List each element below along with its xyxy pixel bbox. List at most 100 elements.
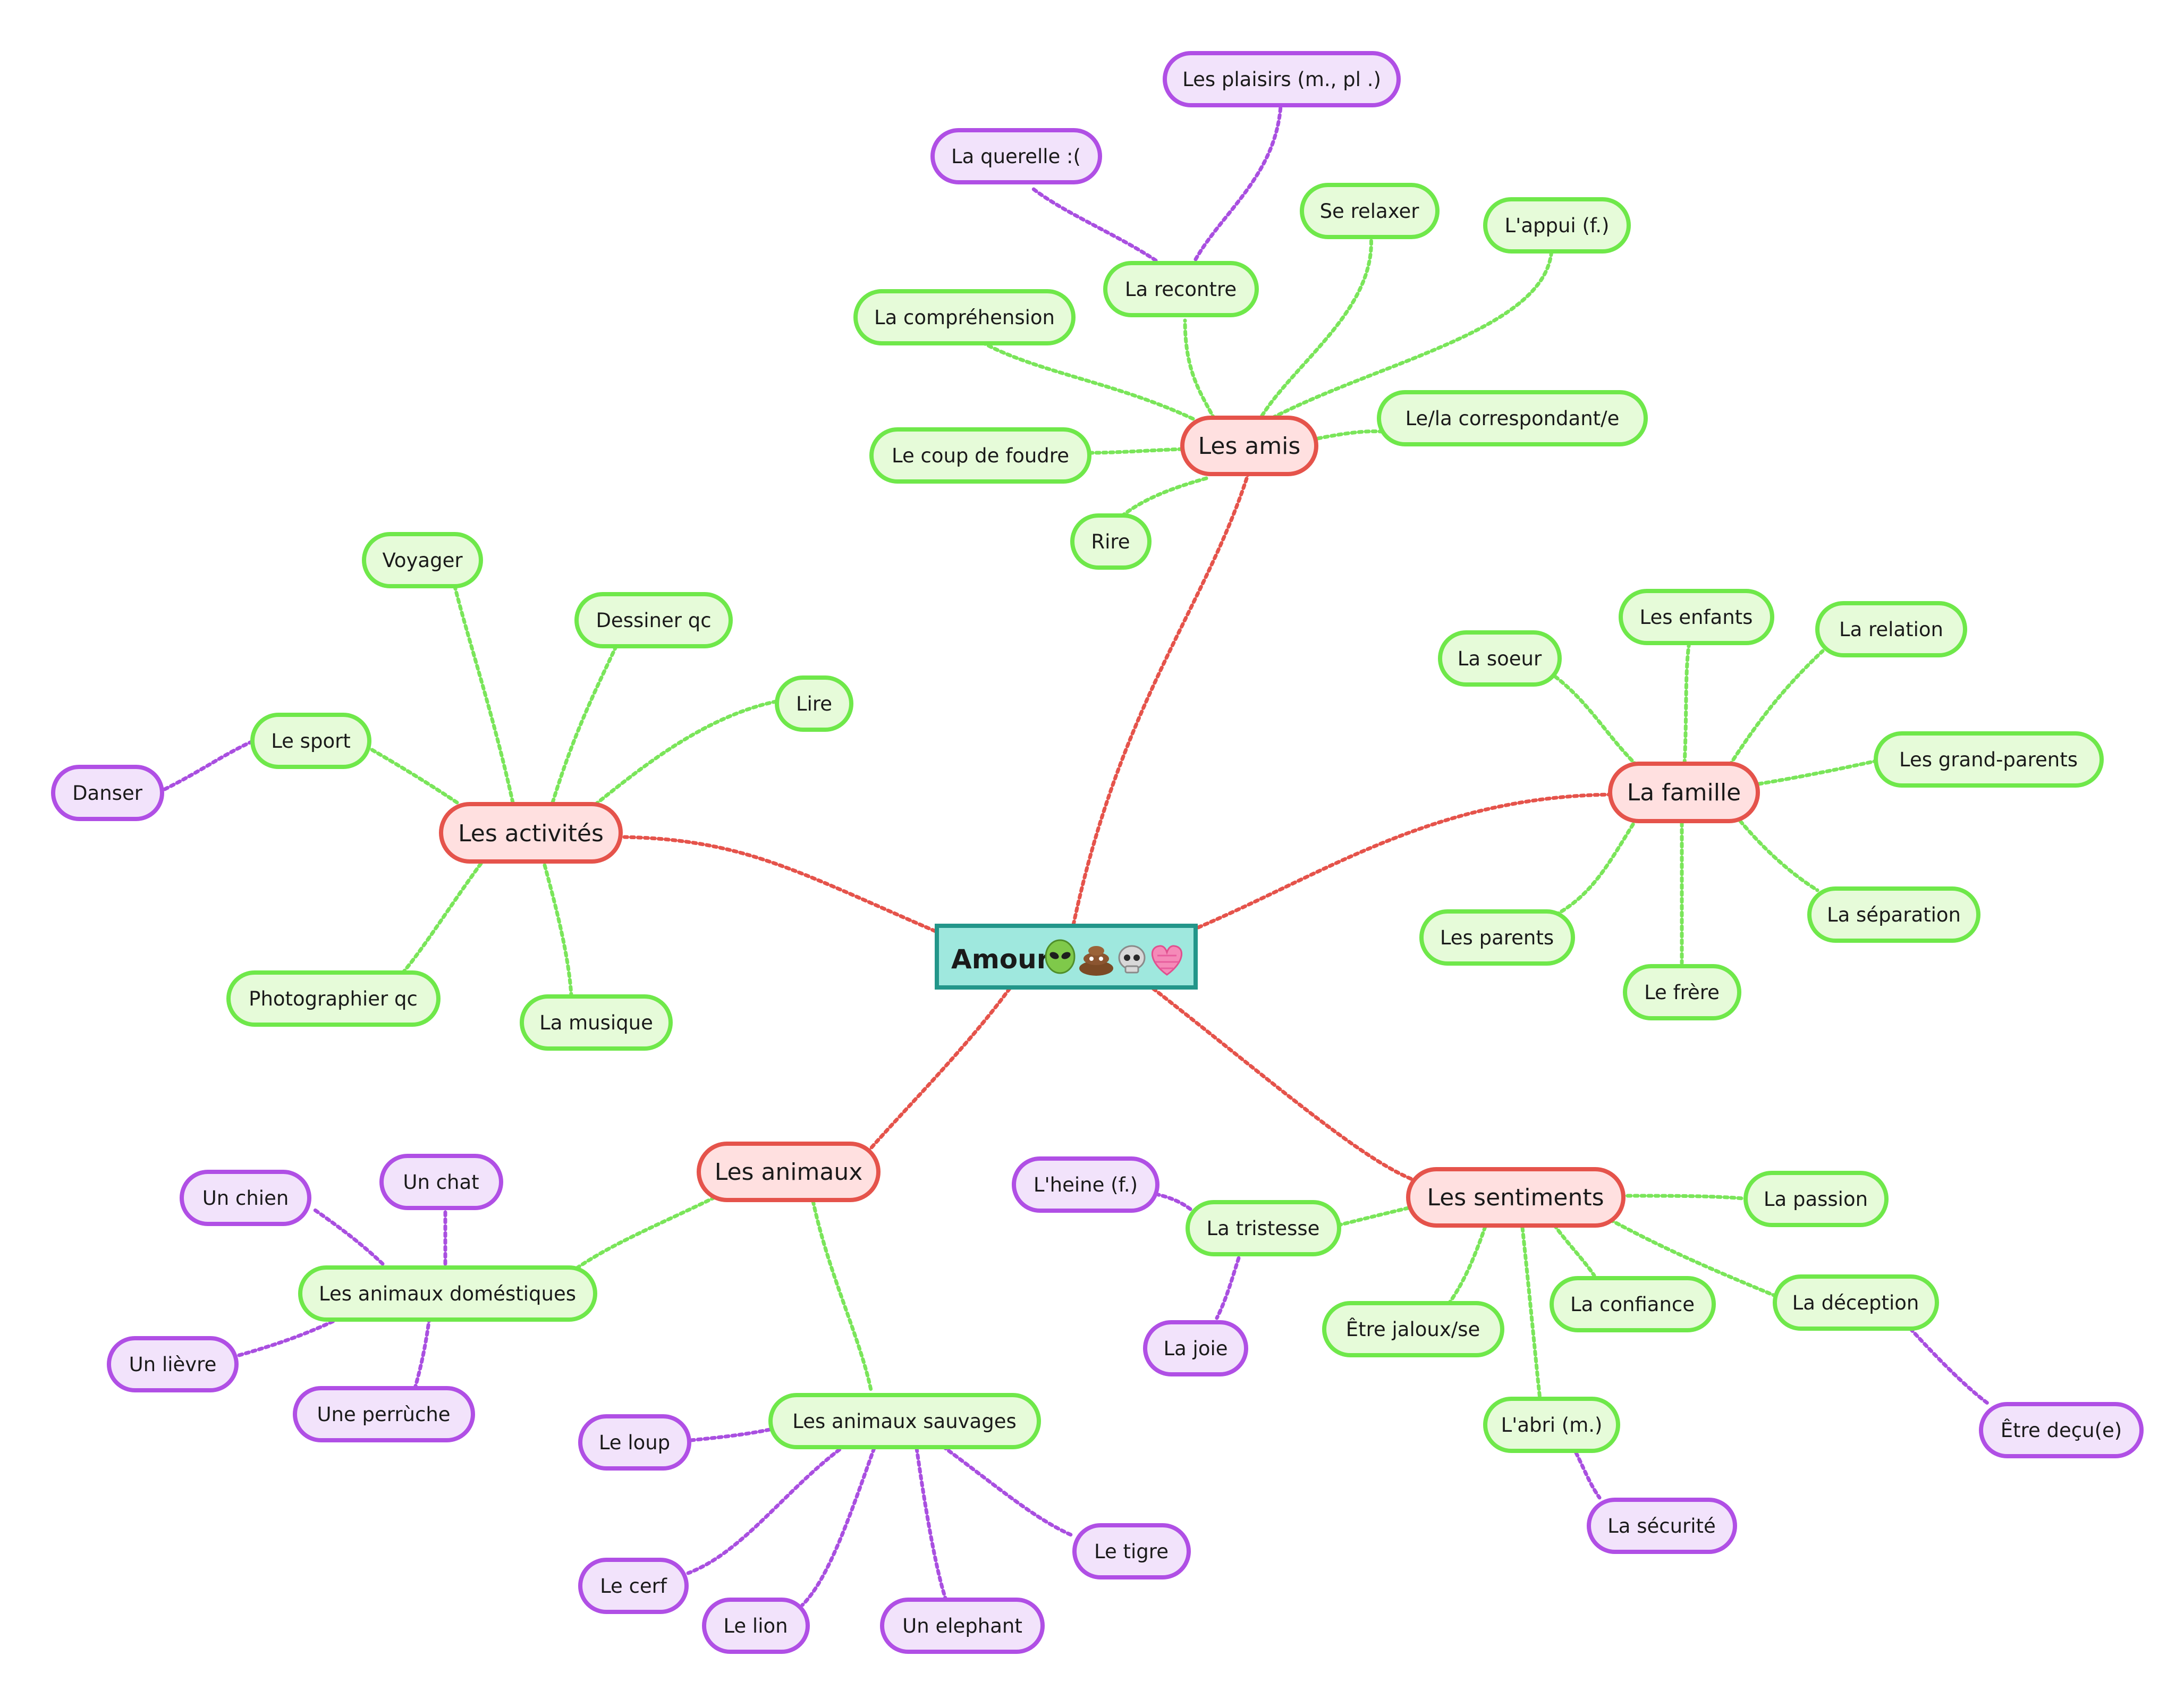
node-un-lievre[interactable]: Un lièvre	[107, 1336, 239, 1392]
node-box	[1619, 589, 1774, 645]
root-node-label: Amour	[951, 944, 1050, 975]
connector-amis-recontre	[1183, 318, 1216, 421]
node-le-tigre[interactable]: Le tigre	[1072, 1523, 1191, 1579]
node-les-plaisirs[interactable]: Les plaisirs (m., pl .)	[1163, 51, 1401, 107]
node-la-confiance[interactable]: La confiance	[1550, 1276, 1716, 1332]
node-voyager[interactable]: Voyager	[362, 532, 483, 588]
node-la-tristesse[interactable]: La tristesse	[1186, 1200, 1341, 1256]
connector-animaux-sauvages	[811, 1199, 874, 1395]
connector-sentiments-confiance	[1552, 1223, 1596, 1278]
node-le-loup[interactable]: Le loup	[578, 1414, 691, 1471]
node-les-enfants[interactable]: Les enfants	[1619, 589, 1774, 645]
node-label: Les amis	[1198, 433, 1301, 460]
node-label: La querelle :(	[951, 145, 1081, 168]
node-label: Dessiner qc	[596, 609, 711, 632]
node-les-activites[interactable]: Les activités	[439, 802, 623, 864]
node-l-abri[interactable]: L'abri (m.)	[1483, 1397, 1620, 1453]
root-node[interactable]: Amour	[935, 924, 1198, 990]
node-photographier-qc[interactable]: Photographier qc	[226, 970, 441, 1027]
node-un-chat[interactable]: Un chat	[379, 1154, 503, 1210]
connector-sauvages-lion	[800, 1446, 876, 1607]
node-box	[520, 994, 673, 1051]
node-les-parents[interactable]: Les parents	[1419, 909, 1575, 966]
connector-domestiques-chien	[311, 1207, 385, 1266]
node-danser[interactable]: Danser	[51, 765, 164, 821]
connector-abri-securite	[1571, 1444, 1602, 1500]
node-se-relaxer[interactable]: Se relaxer	[1300, 183, 1440, 239]
node-les-amis[interactable]: Les amis	[1180, 416, 1318, 476]
node-box	[702, 1598, 810, 1654]
connector-famille-soeur	[1550, 672, 1639, 767]
connector-amis-correspondant	[1316, 429, 1384, 441]
node-le-sport[interactable]: Le sport	[250, 713, 371, 769]
node-la-deception[interactable]: La déception	[1773, 1274, 1939, 1331]
connector-amis-foudre	[1087, 447, 1184, 455]
node-l-appui[interactable]: L'appui (f.)	[1483, 197, 1631, 254]
node-box	[107, 1336, 239, 1392]
node-l-heine[interactable]: L'heine (f.)	[1012, 1156, 1159, 1213]
node-la-recontre[interactable]: La recontre	[1103, 261, 1259, 317]
node-le-cerf[interactable]: Le cerf	[578, 1558, 689, 1614]
connector-famille-grandparents	[1757, 759, 1878, 786]
node-label: Le lion	[723, 1615, 788, 1637]
node-le-frere[interactable]: Le frère	[1623, 964, 1741, 1020]
connector-activites-voyager	[452, 582, 515, 805]
connector-amis-appui	[1271, 248, 1554, 420]
node-box	[1807, 886, 1980, 943]
heart-icon	[1151, 945, 1183, 976]
node-box	[1438, 630, 1562, 687]
connector-root-famille	[1196, 792, 1612, 930]
node-box	[1300, 183, 1440, 239]
node-la-joie[interactable]: La joie	[1143, 1320, 1248, 1376]
node-la-separation[interactable]: La séparation	[1807, 886, 1980, 943]
node-le-lion[interactable]: Le lion	[702, 1598, 810, 1654]
node-le-la-correspondant-e[interactable]: Le/la correspondant/e	[1377, 390, 1648, 446]
node-box	[250, 713, 371, 769]
alien-icon	[1045, 939, 1076, 974]
node-label: Les plaisirs (m., pl .)	[1182, 68, 1381, 91]
node-un-elephant[interactable]: Un elephant	[880, 1598, 1045, 1654]
connector-activites-photographier	[402, 861, 483, 974]
node-rire[interactable]: Rire	[1070, 513, 1152, 570]
node-label: La tristesse	[1207, 1217, 1320, 1240]
node-box	[697, 1142, 881, 1202]
connector-root-amis	[1071, 470, 1251, 927]
node-le-coup-de-foudre[interactable]: Le coup de foudre	[869, 427, 1091, 484]
node-etre-decu-e[interactable]: Être deçu(e)	[1979, 1402, 2144, 1458]
connector-tristesse-heine	[1156, 1193, 1192, 1211]
node-la-securite[interactable]: La sécurité	[1587, 1498, 1737, 1554]
node-la-soeur[interactable]: La soeur	[1438, 630, 1562, 687]
node-les-grand-parents[interactable]: Les grand-parents	[1874, 731, 2104, 788]
node-label: Le frère	[1644, 981, 1720, 1004]
node-box	[1483, 1397, 1620, 1453]
node-les-animaux-domestiques[interactable]: Les animaux doméstiques	[298, 1265, 597, 1322]
node-label: Lire	[796, 692, 832, 715]
node-lire[interactable]: Lire	[775, 675, 853, 732]
node-box	[1072, 1523, 1191, 1579]
node-un-chien[interactable]: Un chien	[180, 1170, 311, 1226]
node-dessiner-qc[interactable]: Dessiner qc	[574, 592, 733, 648]
node-la-famille[interactable]: La famille	[1608, 762, 1760, 823]
node-label: La compréhension	[874, 306, 1055, 329]
node-box	[1180, 416, 1318, 476]
node-la-comprehension[interactable]: La compréhension	[853, 289, 1076, 345]
node-box	[869, 427, 1091, 484]
connector-sauvages-cerf	[686, 1443, 847, 1575]
node-les-animaux[interactable]: Les animaux	[697, 1142, 881, 1202]
node-box	[180, 1170, 311, 1226]
node-la-relation[interactable]: La relation	[1815, 601, 1967, 657]
node-la-passion[interactable]: La passion	[1743, 1171, 1889, 1227]
node-etre-jaloux-se[interactable]: Être jaloux/se	[1322, 1301, 1504, 1357]
connector-famille-enfants	[1682, 637, 1692, 766]
node-les-animaux-sauvages[interactable]: Les animaux sauvages	[768, 1393, 1041, 1449]
node-box	[379, 1154, 503, 1210]
node-la-musique[interactable]: La musique	[520, 994, 673, 1051]
node-label: Les activités	[458, 820, 604, 847]
node-box	[1143, 1320, 1248, 1376]
connector-sauvages-tigre	[941, 1444, 1076, 1538]
node-la-querelle[interactable]: La querelle :(	[930, 128, 1102, 184]
node-label: Le tigre	[1094, 1540, 1169, 1563]
node-label: Le sport	[271, 730, 351, 753]
node-une-perruche[interactable]: Une perrùche	[293, 1386, 475, 1442]
node-les-sentiments[interactable]: Les sentiments	[1406, 1167, 1626, 1228]
